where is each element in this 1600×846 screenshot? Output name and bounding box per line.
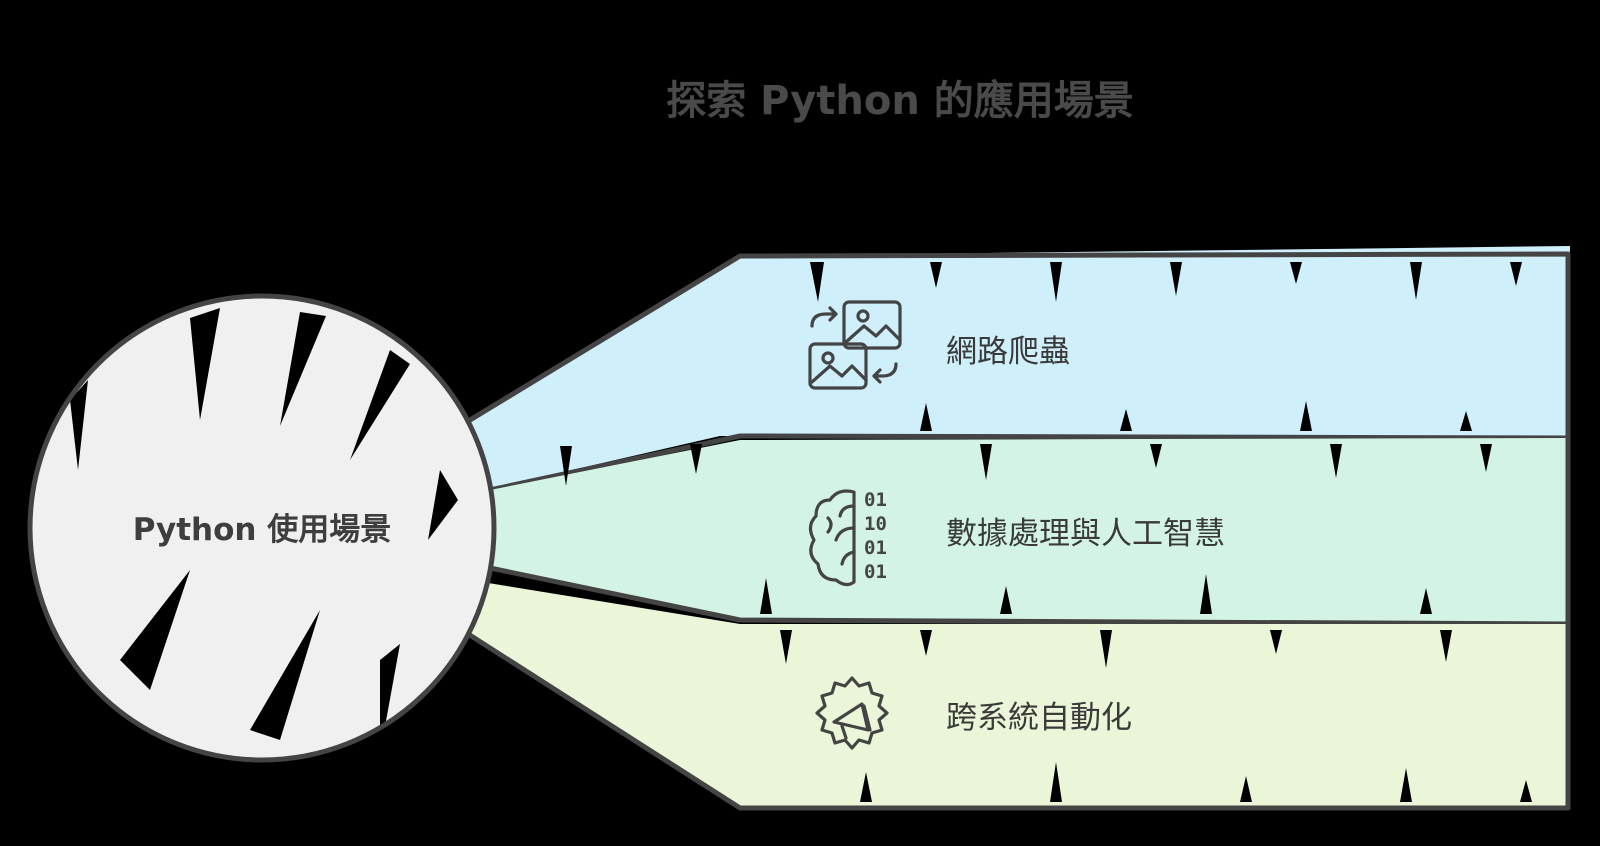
binary-row-4: 01 [864,561,887,583]
branch-automation [462,580,1571,811]
binary-row-1: 01 [864,489,887,511]
gear-megaphone-icon [815,676,889,750]
branch-data-ai-outline [487,435,1571,627]
branch-web-scraping-band [470,246,1570,490]
branch-automation-band [465,580,1568,810]
branch-automation-outline [462,621,1571,811]
branch-data-ai [487,435,1571,627]
image-exchange-icon [808,300,902,390]
center-circle-outline [27,293,497,763]
binary-row-2: 10 [864,513,887,535]
branch-data-ai-band [490,438,1568,624]
center-node: Python 使用場景 [27,293,497,763]
branch-data-ai-label: 數據處理與人工智慧 [946,516,1225,552]
page-title: 探索 Python 的應用場景 [666,78,1134,124]
center-label: Python 使用場景 [133,512,392,548]
brain-binary-icon: 01 10 01 01 [808,489,887,587]
binary-row-3: 01 [864,537,887,559]
branch-automation-label: 跨系統自動化 [946,700,1132,736]
branch-web-scraping-label: 網路爬蟲 [946,334,1070,370]
